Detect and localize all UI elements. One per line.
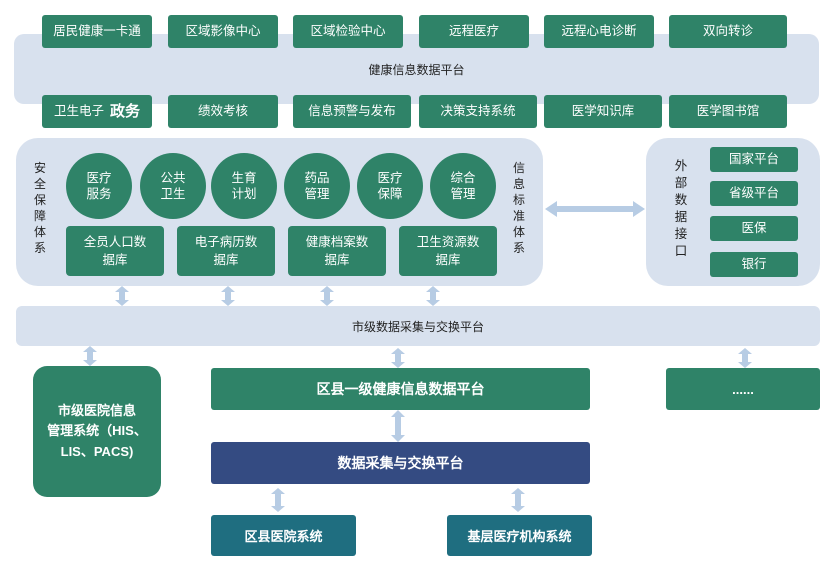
db-health-records[interactable]: 健康档案数 据库: [288, 226, 386, 276]
db-population[interactable]: 全员人口数 据库: [66, 226, 164, 276]
primary-care-arrow-icon: [511, 488, 525, 512]
city-exchange-title: 市级数据采集与交换平台: [351, 319, 484, 334]
app-e-government[interactable]: 卫生电子 政务: [42, 95, 152, 128]
external-interface-label: 外部数据接口: [674, 159, 688, 258]
db-exchange-arrow-icon: [320, 286, 334, 306]
primary-care-system[interactable]: 基层医疗机构系统: [447, 515, 592, 556]
county-hospital-system[interactable]: 区县医院系统: [211, 515, 356, 556]
app-decision-support[interactable]: 决策支持系统: [419, 95, 537, 128]
db-emr[interactable]: 电子病历数 据库: [177, 226, 275, 276]
top-app-two-way-referral[interactable]: 双向转诊: [669, 15, 787, 48]
domain-public-health[interactable]: 公共 卫生: [140, 153, 206, 219]
domain-general-management[interactable]: 综合 管理: [430, 153, 496, 219]
bidirectional-arrow-icon: [545, 201, 645, 217]
top-app-telemedicine[interactable]: 远程医疗: [419, 15, 529, 48]
app-medical-library[interactable]: 医学图书馆: [669, 95, 787, 128]
app-performance-review[interactable]: 绩效考核: [168, 95, 278, 128]
standards-system-label: 信息标准体系: [512, 161, 525, 255]
city-hospital-system[interactable]: 市级医院信息 管理系统（HIS、 LIS、PACS): [33, 366, 161, 497]
domain-family-planning[interactable]: 生育 计划: [211, 153, 277, 219]
county-health-platform[interactable]: 区县一级健康信息数据平台: [211, 368, 590, 410]
domain-medical-service[interactable]: 医疗 服务: [66, 153, 132, 219]
db-exchange-arrow-icon: [221, 286, 235, 306]
domain-drug-management[interactable]: 药品 管理: [284, 153, 350, 219]
security-system-label: 安全保障体系: [33, 161, 46, 255]
domain-medical-insurance[interactable]: 医疗 保障: [357, 153, 423, 219]
other-arrow-icon: [738, 348, 752, 368]
other-platforms-box[interactable]: ......: [666, 368, 820, 410]
hospital-arrow-icon: [83, 346, 97, 366]
app-medical-knowledge[interactable]: 医学知识库: [544, 95, 662, 128]
top-app-health-card[interactable]: 居民健康一卡通: [42, 15, 152, 48]
top-app-imaging-center[interactable]: 区域影像中心: [168, 15, 278, 48]
top-app-lab-center[interactable]: 区域检验中心: [293, 15, 403, 48]
county-hospital-arrow-icon: [271, 488, 285, 512]
city-exchange-bar: [16, 306, 820, 346]
app-e-government-bold: 政务: [110, 102, 141, 120]
county-exchange-arrow-icon: [391, 410, 405, 442]
data-exchange-platform[interactable]: 数据采集与交换平台: [211, 442, 590, 484]
external-medical-insurance[interactable]: 医保: [710, 216, 798, 241]
health-data-platform-title: 健康信息数据平台: [368, 62, 465, 77]
app-warning-release[interactable]: 信息预警与发布: [293, 95, 411, 128]
external-bank[interactable]: 银行: [710, 252, 798, 277]
app-e-government-label: 卫生电子: [53, 104, 104, 119]
db-exchange-arrow-icon: [426, 286, 440, 306]
external-provincial-platform[interactable]: 省级平台: [710, 181, 798, 206]
db-health-resources[interactable]: 卫生资源数 据库: [399, 226, 497, 276]
county-arrow-icon: [391, 348, 405, 368]
db-exchange-arrow-icon: [115, 286, 129, 306]
external-national-platform[interactable]: 国家平台: [710, 147, 798, 172]
top-app-remote-ecg[interactable]: 远程心电诊断: [544, 15, 654, 48]
